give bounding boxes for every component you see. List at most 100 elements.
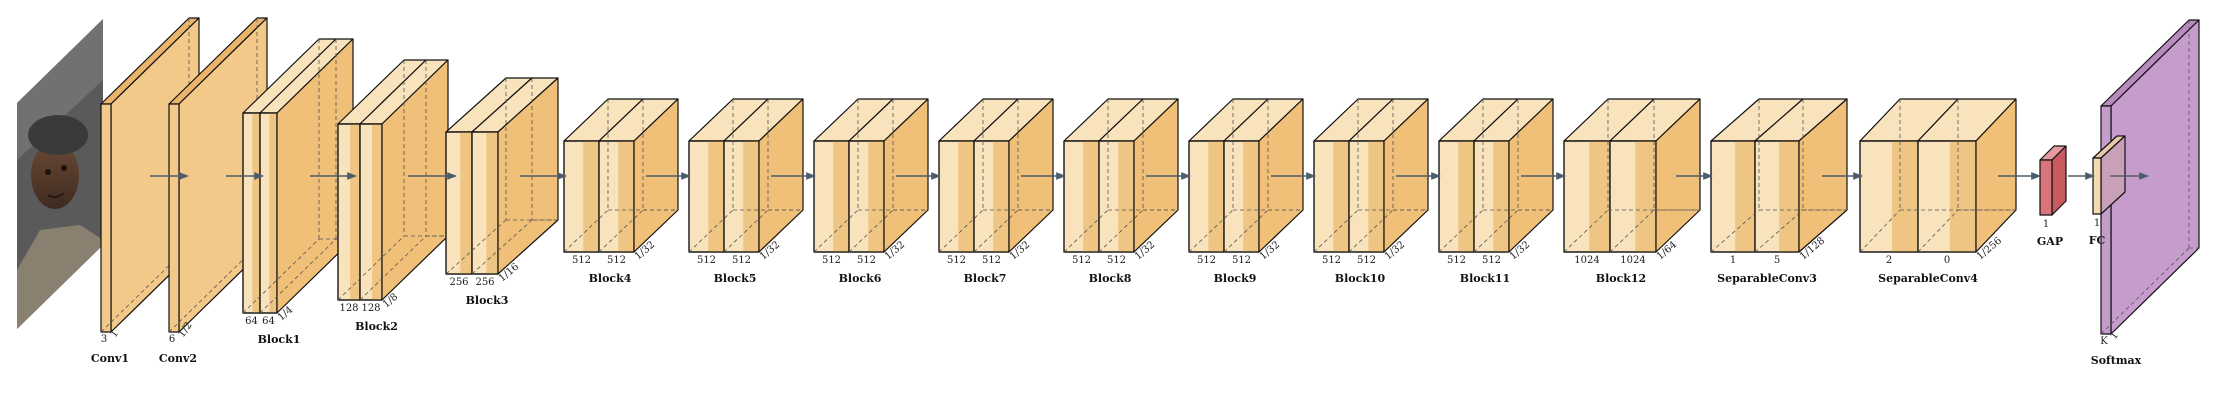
hidden-edge — [563, 209, 609, 253]
slab-band — [252, 113, 260, 313]
slab-band — [1368, 141, 1384, 252]
input-image — [17, 19, 103, 329]
hidden-edge — [1710, 209, 1760, 253]
hidden-edge — [1917, 209, 1959, 253]
slab-band — [350, 124, 360, 300]
channel-label: 512 — [1447, 255, 1466, 266]
channel-label: 512 — [982, 255, 1001, 266]
channel-label: 6 — [169, 334, 175, 345]
channel-label: 512 — [572, 255, 591, 266]
layer-name: GAP — [2037, 235, 2063, 248]
channel-label: 512 — [857, 255, 876, 266]
slab-band — [1458, 141, 1474, 252]
softmax-box-front — [2100, 105, 2112, 335]
fc-box-front — [2092, 157, 2102, 215]
slab-band — [460, 132, 472, 274]
slab-band — [1243, 141, 1259, 252]
channel-label: 512 — [822, 255, 841, 266]
layer-name: Block4 — [589, 272, 632, 285]
channel-label: 1024 — [1574, 255, 1599, 266]
scale-label: 1 — [2108, 330, 2121, 342]
conv-box-front — [100, 103, 112, 333]
channel-label: 1 — [2043, 219, 2049, 230]
hidden-edge — [688, 209, 734, 253]
channel-label: 1024 — [1620, 255, 1645, 266]
channel-label: K — [2100, 336, 2108, 347]
layer-name: Block9 — [1214, 272, 1257, 285]
channel-label: 3 — [101, 334, 107, 345]
scale-label: 1 — [108, 328, 121, 340]
slab-band — [868, 141, 884, 252]
layer-name: Block3 — [466, 294, 509, 307]
channel-label: 512 — [1072, 255, 1091, 266]
channel-label: 5 — [1774, 255, 1780, 266]
channel-label: 512 — [732, 255, 751, 266]
hidden-edge — [1223, 209, 1269, 253]
channel-label: 1 — [2094, 218, 2100, 229]
hidden-edge — [1473, 209, 1519, 253]
layer-name: Conv1 — [91, 352, 129, 365]
channel-label: 512 — [1197, 255, 1216, 266]
layer-name: FC — [2089, 234, 2106, 247]
layer-name: Block1 — [258, 333, 301, 346]
channel-label: 512 — [1357, 255, 1376, 266]
layer-name: Block6 — [839, 272, 882, 285]
hidden-edge — [337, 235, 405, 301]
channel-label: 64 — [245, 316, 258, 327]
hidden-edge — [1754, 209, 1804, 253]
hidden-edge — [1563, 209, 1609, 253]
hidden-edge — [973, 209, 1019, 253]
channel-label: 128 — [339, 303, 358, 314]
hidden-edge — [938, 209, 984, 253]
slab-band — [1949, 141, 1976, 252]
slab-band — [958, 141, 974, 252]
channel-label: 128 — [361, 303, 380, 314]
layer-fc: 1FC — [2089, 135, 2126, 247]
layer-name: Block7 — [964, 272, 1007, 285]
channel-label: 512 — [947, 255, 966, 266]
slab-band — [1735, 141, 1755, 252]
channel-label: 512 — [1482, 255, 1501, 266]
channel-label: 2 — [1886, 255, 1892, 266]
hidden-edge — [259, 238, 337, 314]
layer-name: Conv2 — [159, 352, 197, 365]
slab-band — [372, 124, 382, 300]
slab-band — [1779, 141, 1799, 252]
layer-name: Block10 — [1335, 272, 1386, 285]
channel-label: 1 — [1730, 255, 1736, 266]
channel-label: 512 — [1107, 255, 1126, 266]
hidden-edge — [1609, 209, 1655, 253]
slab-band — [1208, 141, 1224, 252]
hidden-edge — [723, 209, 769, 253]
layer-name: Block5 — [714, 272, 757, 285]
channel-label: 512 — [1322, 255, 1341, 266]
channel-label: 64 — [262, 316, 275, 327]
channel-label: 512 — [607, 255, 626, 266]
layer-name: Block12 — [1596, 272, 1646, 285]
layer-name: SeparableConv3 — [1717, 272, 1817, 285]
hidden-edge — [1063, 209, 1109, 253]
hidden-edge — [813, 209, 859, 253]
channel-label: 0 — [1944, 255, 1950, 266]
hidden-edge — [242, 238, 320, 314]
channel-label: 256 — [449, 277, 468, 288]
slab-band — [993, 141, 1009, 252]
slab-band — [708, 141, 724, 252]
gap-box-front — [2039, 159, 2053, 216]
layer-name: Block2 — [355, 320, 398, 333]
hidden-edge — [848, 209, 894, 253]
hidden-edge — [1188, 209, 1234, 253]
